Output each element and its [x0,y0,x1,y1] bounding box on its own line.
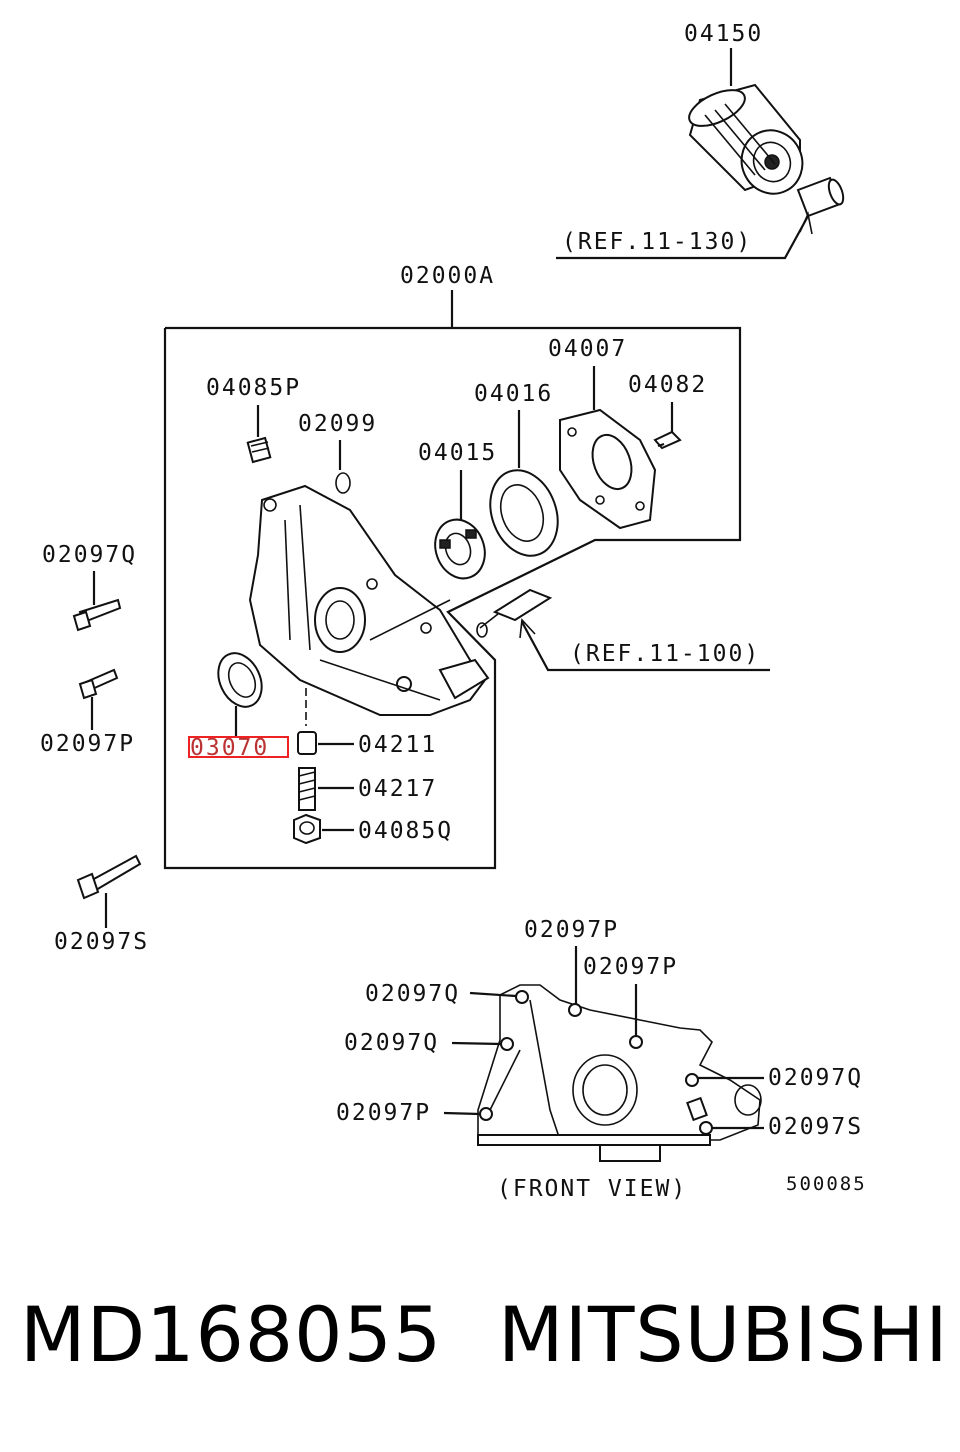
oil-strainer-icon [476,588,553,638]
ref-11-100-label: (REF.11-100) [570,641,760,667]
oil-filter-icon [688,83,804,195]
fv-callout-02097P-top2: 02097P [583,954,678,980]
oil-pump-body-icon [248,484,490,716]
ref-11-130-label: (REF.11-130) [562,229,752,255]
o-ring-icon [335,472,351,494]
callout-04150: 04150 [684,21,763,47]
bolt-02097P-icon [78,668,119,700]
fv-callout-02097Q-1: 02097Q [365,981,460,1007]
fv-callout-02097P-left: 02097P [336,1100,431,1126]
callout-04211: 04211 [358,732,437,758]
outer-rotor-icon [489,469,559,557]
fv-callout-02097Q-right: 02097Q [768,1065,863,1091]
callout-04082: 04082 [628,372,707,398]
bolt-02097Q-icon [72,598,122,632]
assembly-box [163,326,742,870]
part-number: MD168055 [20,1290,443,1379]
fv-callout-02097Q-2: 02097Q [344,1030,439,1056]
bolt-02097S-icon [76,854,142,900]
callout-04016: 04016 [474,381,553,407]
relief-plug-icon [293,813,321,845]
callout-02000A: 02000A [400,263,495,289]
callout-03070: 03070 [190,735,269,761]
screw-icon [653,430,682,450]
callout-02099: 02099 [298,411,377,437]
callout-02097P-left: 02097P [40,731,135,757]
callout-02097S-left: 02097S [54,929,149,955]
relief-spring-icon [298,767,316,811]
relief-plunger-icon [297,731,317,755]
fv-callout-02097P-top: 02097P [524,917,619,943]
callout-04007: 04007 [548,336,627,362]
filter-adapter-icon [796,176,845,218]
diagram-code: 500085 [786,1173,867,1195]
inner-rotor-icon [434,518,486,580]
callout-04217: 04217 [358,776,437,802]
brand-name: MITSUBISHI [498,1290,949,1379]
front-view-pump-icon [477,984,762,1162]
callout-04085Q: 04085Q [358,818,453,844]
oil-seal-icon [217,652,263,708]
callout-02097Q-left: 02097Q [42,542,137,568]
highlight-box [188,736,289,758]
callout-04085P: 04085P [206,375,301,401]
plug-icon [246,436,272,464]
callout-04015: 04015 [418,440,497,466]
fv-callout-02097S-right: 02097S [768,1114,863,1140]
pump-cover-plate-icon [559,408,657,530]
front-view-label: (FRONT VIEW) [497,1176,687,1202]
